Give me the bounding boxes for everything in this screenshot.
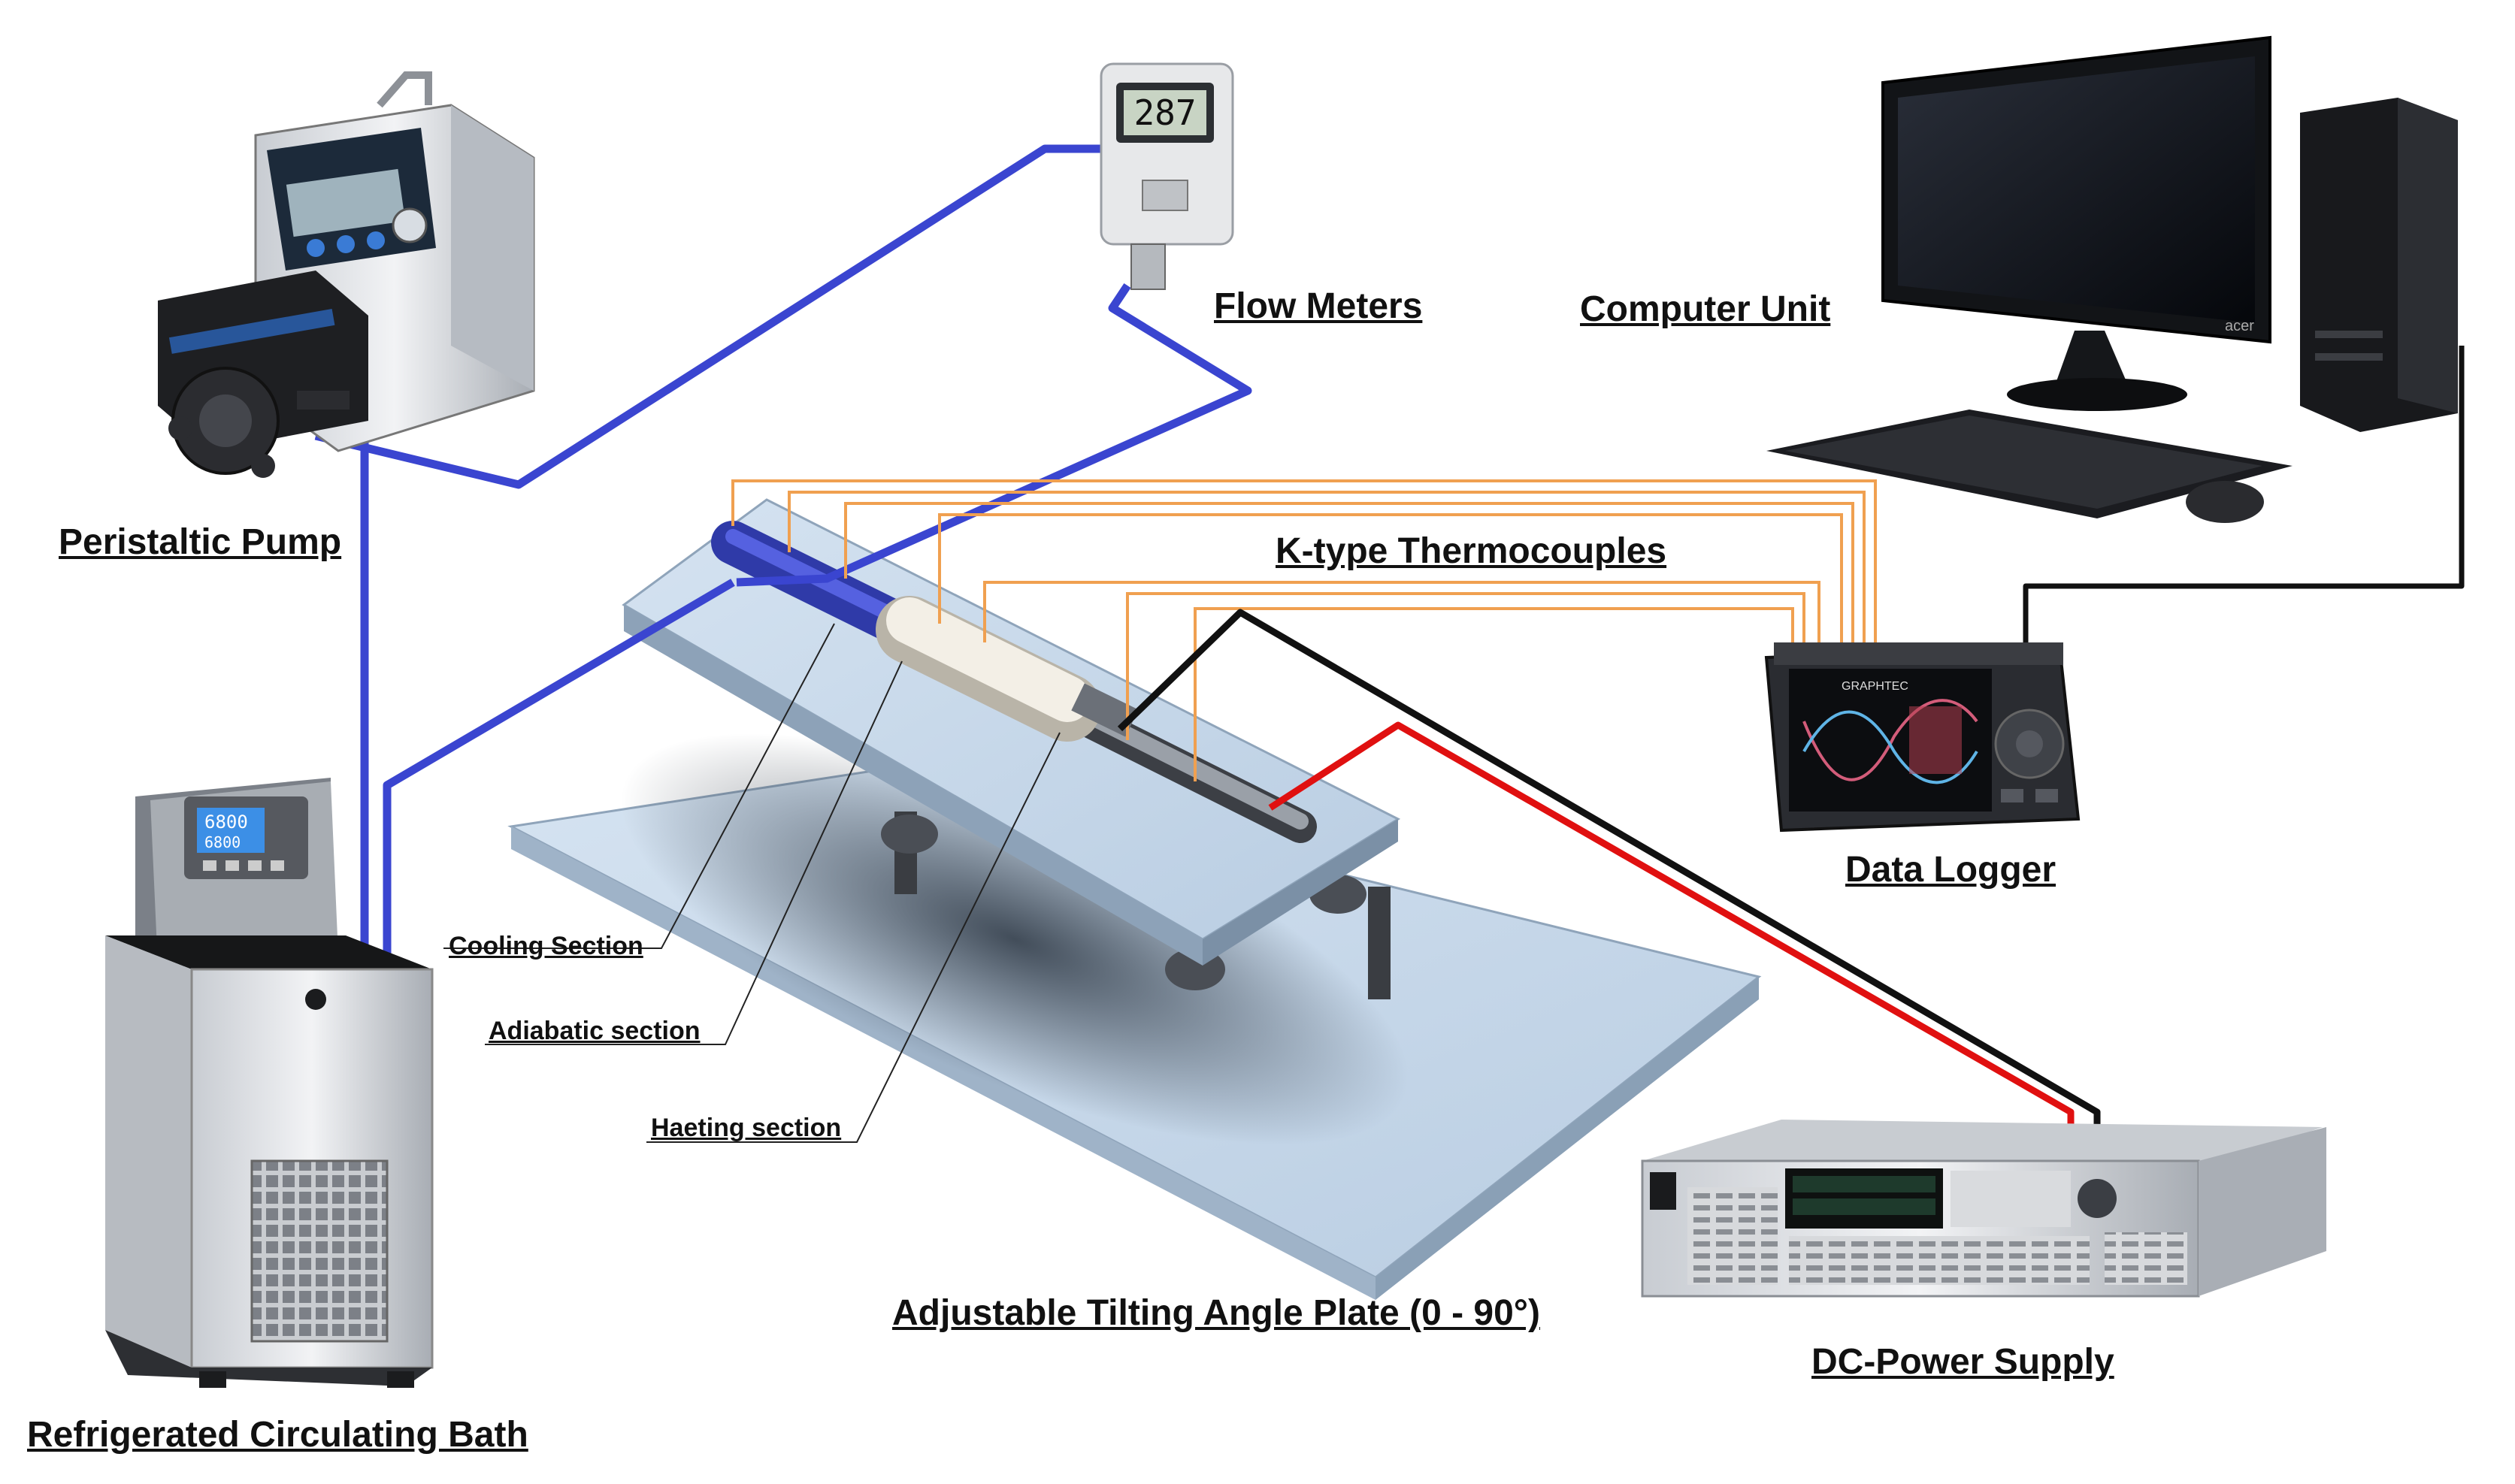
refrigerated-circulating-bath: 6800 6800 — [105, 778, 434, 1388]
data-logger-brand: GRAPHTEC — [1842, 680, 1908, 693]
refrigerated-bath-label: Refrigerated Circulating Bath — [27, 1415, 528, 1455]
monitor-brand: acer — [2225, 318, 2254, 334]
heat-pipe — [711, 521, 1317, 843]
heating-section-label: Haeting section — [651, 1114, 842, 1142]
flow-meters-label: Flow Meters — [1214, 286, 1423, 326]
tilting-plate-label: Adjustable Tilting Angle Plate (0 - 90°) — [892, 1293, 1540, 1333]
data-logger: GRAPHTEC — [1764, 642, 2081, 833]
cooling-section-label: Cooling Section — [449, 932, 643, 960]
flow-meter: 287 — [1100, 62, 1234, 290]
section-leader-lines — [443, 623, 1061, 1143]
dc-power-supply-label: DC-Power Supply — [1811, 1342, 2114, 1382]
peristaltic-pump — [158, 71, 535, 478]
peristaltic-pump-label: Peristaltic Pump — [59, 522, 342, 562]
bath-display-bottom: 6800 — [204, 833, 241, 851]
adiabatic-section-label: Adiabatic section — [489, 1017, 701, 1045]
thermocouple-wires — [731, 479, 1877, 781]
dc-power-supply — [1641, 1120, 2326, 1298]
computer-unit: acer — [1766, 35, 2458, 523]
coolant-tubing — [314, 144, 1252, 977]
thermocouples-label: K-type Thermocouples — [1276, 531, 1667, 571]
tilting-plate-assembly — [507, 498, 1762, 1300]
bath-display-top: 6800 — [204, 812, 248, 833]
computer-unit-label: Computer Unit — [1580, 289, 1831, 329]
data-logger-label: Data Logger — [1845, 850, 2056, 890]
flow-meter-display: 287 — [1133, 92, 1196, 133]
